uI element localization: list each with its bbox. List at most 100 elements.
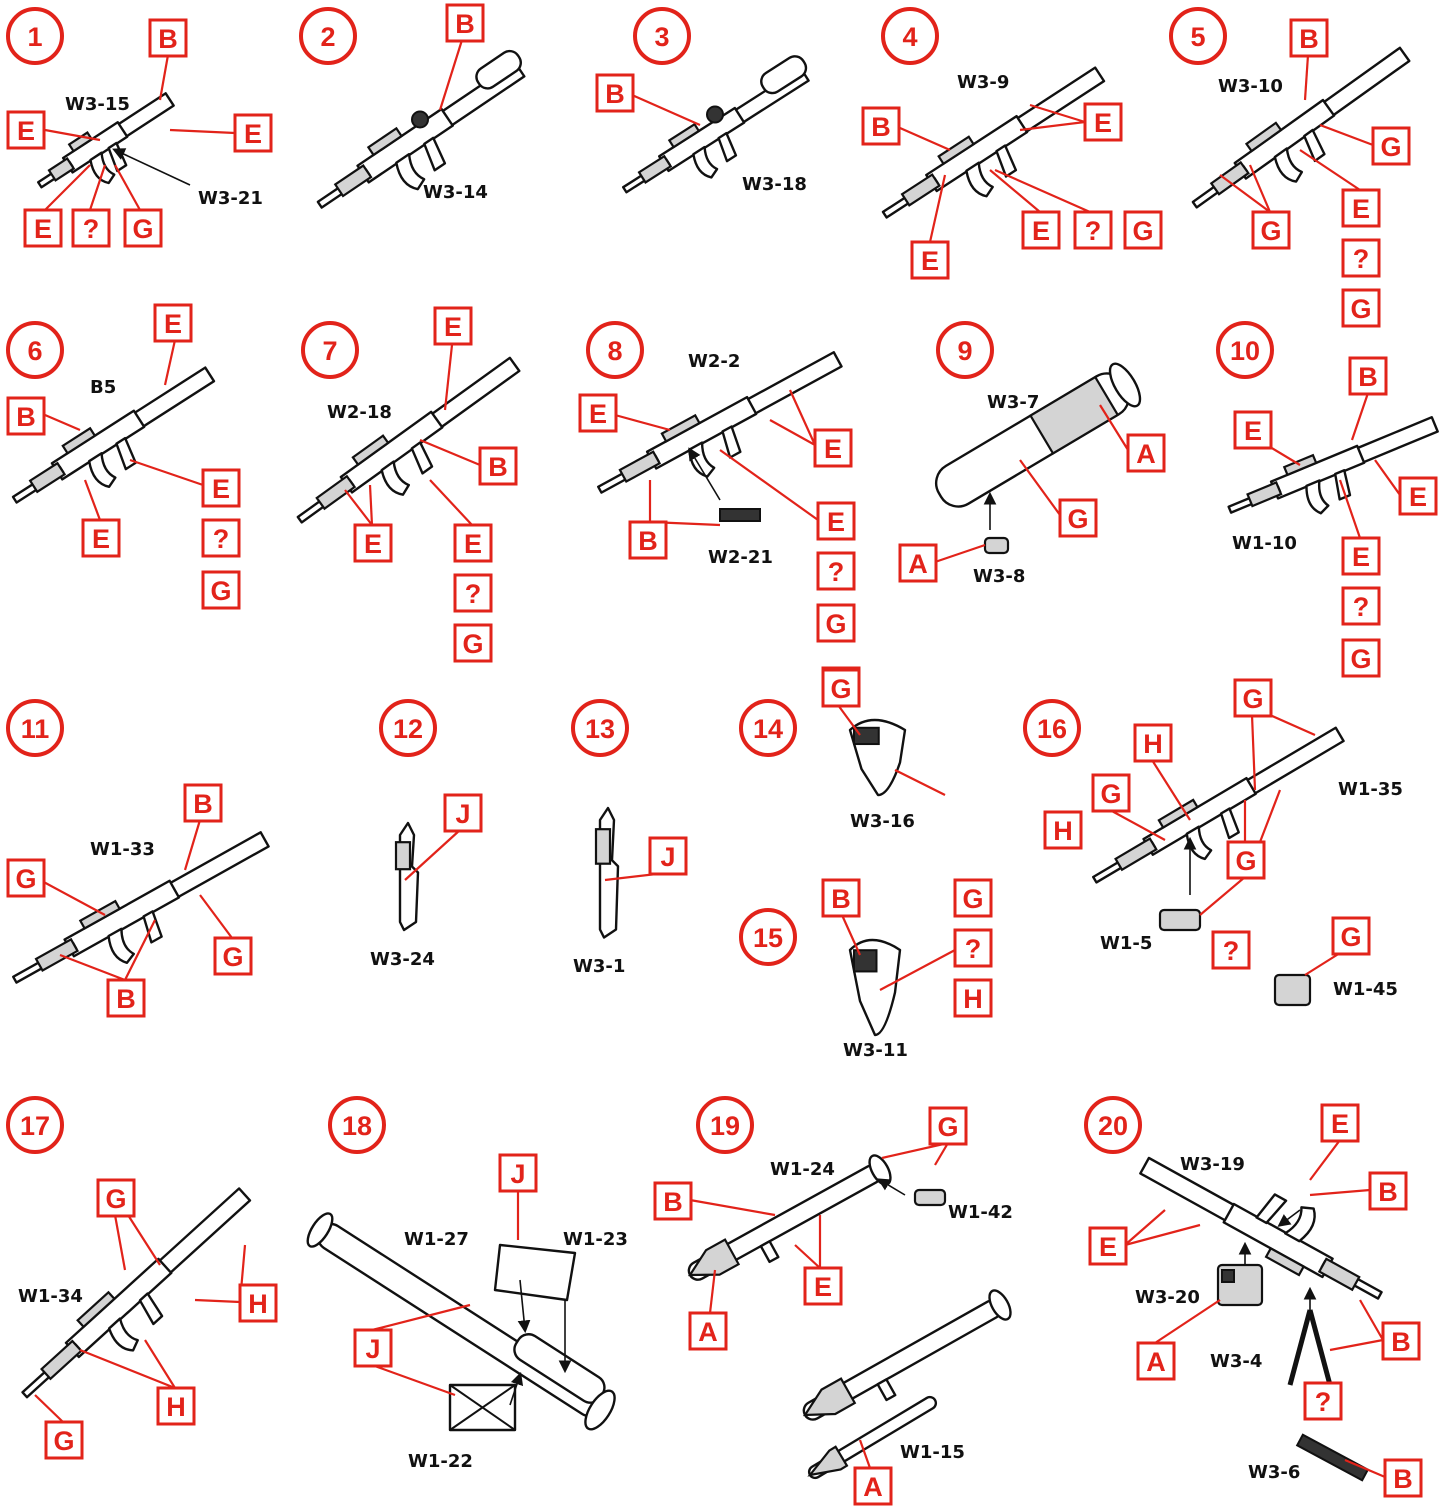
part-letter-box: ? xyxy=(1305,1383,1341,1419)
leader-line xyxy=(995,170,1090,212)
part-letter-box: A xyxy=(900,545,936,581)
leader-line xyxy=(1330,1340,1383,1350)
part-code: W1-10 xyxy=(1232,533,1297,554)
leader-line xyxy=(710,1270,715,1313)
leader-line xyxy=(1152,760,1190,820)
item-5: 5W3-10BGGE?G xyxy=(1171,9,1428,326)
leader-line xyxy=(1305,55,1308,100)
leader-line xyxy=(795,1245,820,1268)
leader-line xyxy=(1110,810,1165,840)
part-letter: G xyxy=(825,609,846,639)
part-letter: G xyxy=(1260,216,1281,246)
part-code: W3-4 xyxy=(1210,1351,1262,1372)
item-13: 13W3-1J xyxy=(573,701,686,977)
part-letter: H xyxy=(1143,729,1163,759)
item-6: 6B5EBEE?G xyxy=(4,305,239,608)
part-letter-box: G xyxy=(455,625,491,661)
part-letter: A xyxy=(908,549,928,579)
part-code: W2-2 xyxy=(688,351,740,372)
part-letter-box: E xyxy=(1090,1228,1126,1264)
part-letter: J xyxy=(365,1334,380,1364)
part-letter-box: E xyxy=(355,525,391,561)
leader-line xyxy=(130,460,203,485)
part-letter: H xyxy=(166,1392,186,1422)
item-number: 10 xyxy=(1230,336,1260,366)
item-3: 3W3-18B xyxy=(597,9,824,220)
part-letter: ? xyxy=(465,579,482,609)
item-9: 9W3-7W3-8AGA xyxy=(900,323,1164,587)
part-letter-box: G xyxy=(1333,918,1369,954)
part-letter: B xyxy=(1358,362,1378,392)
part-code: W1-24 xyxy=(770,1159,835,1180)
item-number: 9 xyxy=(957,336,972,366)
part-letter-box: E xyxy=(818,503,854,539)
item-10: 10W1-10BEEE?G xyxy=(1218,323,1449,676)
leader-line xyxy=(165,340,175,385)
leader-line xyxy=(1352,393,1368,440)
item-12: 12W3-24J xyxy=(370,701,481,970)
part-illustration xyxy=(1085,719,1359,913)
part-letter-box: H xyxy=(240,1285,276,1321)
part-illustration xyxy=(928,359,1146,515)
leader-line xyxy=(430,480,472,525)
part-code: W3-16 xyxy=(850,811,915,832)
part-letter: B xyxy=(1391,1327,1411,1357)
leader-line xyxy=(990,170,1040,212)
part-letter-box: G xyxy=(1253,212,1289,248)
part-letter-box: G xyxy=(125,210,161,246)
part-letter: G xyxy=(1100,779,1121,809)
part-letter: E xyxy=(17,116,35,146)
leader-line xyxy=(1340,480,1360,538)
leader-line xyxy=(195,1300,240,1302)
part-letter-box: G xyxy=(46,1422,82,1458)
part-letter: ? xyxy=(1353,244,1370,274)
part-letter: G xyxy=(462,629,483,659)
leader-line xyxy=(1310,1190,1370,1195)
part-illustration xyxy=(450,1385,515,1430)
leader-line xyxy=(60,955,125,980)
item-14: 14W3-16G xyxy=(741,670,945,832)
item-2: 2W3-14B xyxy=(301,5,543,239)
item-number: 12 xyxy=(393,714,423,744)
part-letter-box: B xyxy=(150,20,186,56)
part-code: W3-10 xyxy=(1218,76,1283,97)
leader-line xyxy=(128,1215,160,1265)
leader-line xyxy=(1260,790,1280,842)
part-letter: G xyxy=(53,1426,74,1456)
part-letter-box: ? xyxy=(203,520,239,556)
leader-line xyxy=(1375,460,1400,495)
part-illustration xyxy=(308,47,543,239)
part-illustration xyxy=(1134,1127,1401,1314)
part-letter-box: ? xyxy=(73,210,109,246)
part-letter-box: G xyxy=(1343,290,1379,326)
part-letter-box: ? xyxy=(1343,240,1379,276)
part-letter: ? xyxy=(1315,1387,1332,1417)
attach-arrow xyxy=(115,150,190,185)
part-letter-box: E xyxy=(435,308,471,344)
part-letter: G xyxy=(1350,644,1371,674)
part-letter-box: E xyxy=(805,1268,841,1304)
part-code: W3-24 xyxy=(370,949,435,970)
part-letter: ? xyxy=(965,934,982,964)
part-illustration xyxy=(615,53,824,221)
part-letter-box: E xyxy=(912,242,948,278)
part-code: W1-42 xyxy=(948,1202,1013,1223)
part-letter: E xyxy=(589,399,607,429)
part-letter: E xyxy=(1244,416,1262,446)
part-code: W3-7 xyxy=(987,392,1039,413)
part-letter: E xyxy=(814,1272,832,1302)
part-letter-box: E xyxy=(815,430,851,466)
part-letter-box: G xyxy=(1125,212,1161,248)
item-number: 4 xyxy=(902,22,917,52)
leader-line xyxy=(1305,953,1340,975)
part-letter: B xyxy=(1393,1464,1413,1494)
leader-line xyxy=(632,95,700,125)
part-letter: E xyxy=(464,529,482,559)
part-code: W1-15 xyxy=(900,1442,965,1463)
leader-line xyxy=(1270,447,1300,465)
part-letter-box: ? xyxy=(1075,212,1111,248)
part-letter: H xyxy=(963,984,983,1014)
part-letter: G xyxy=(830,674,851,704)
part-letter-box: B xyxy=(185,785,221,821)
part-letter-box: B xyxy=(1291,20,1327,56)
